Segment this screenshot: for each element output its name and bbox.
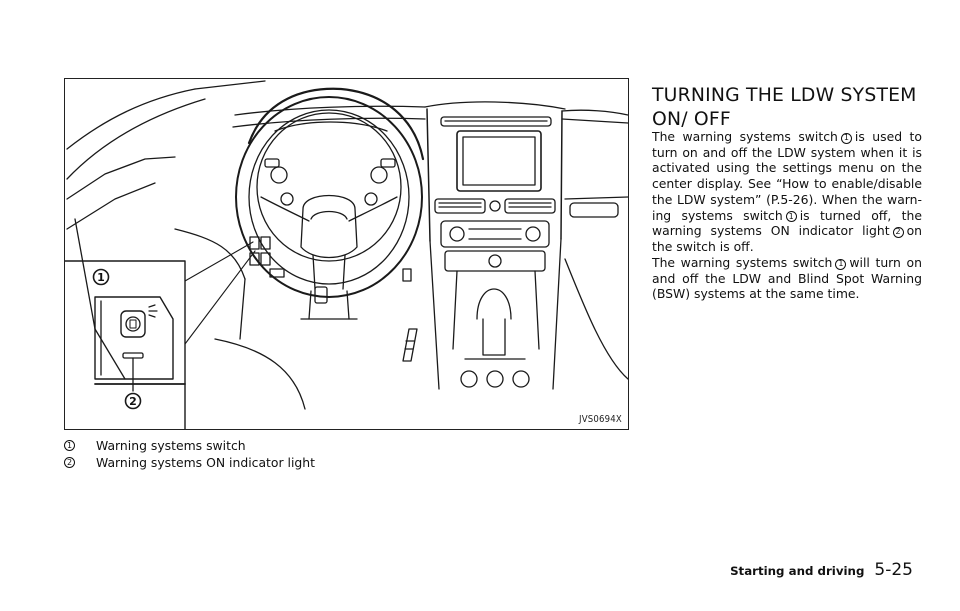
legend-text: Warning systems switch	[96, 438, 246, 453]
figure-code: JVS0694X	[579, 414, 622, 425]
figure-legend: 1 Warning systems switch 2 Warning syste…	[64, 437, 624, 471]
callout-leader	[184, 241, 254, 282]
callout-1-label: 1	[97, 271, 105, 284]
text-run: on the switch is off.	[652, 223, 922, 254]
marker-1-icon: 1	[64, 440, 75, 451]
center-stack	[426, 108, 563, 242]
dashboard-illustration: 1 2	[65, 80, 628, 429]
page-footer: Starting and driving 5-25	[730, 560, 913, 580]
section-heading: TURNING THE LDW SYSTEM ON/ OFF	[652, 85, 917, 130]
marker-1-icon: 1	[785, 211, 797, 223]
climate-panel	[440, 220, 550, 248]
marker-1-icon: 1	[835, 258, 847, 270]
marker-2-icon: 2	[892, 226, 904, 238]
legend-text: Warning systems ON indicator light	[96, 455, 315, 470]
callout-2-label: 2	[129, 395, 137, 408]
dash-top	[234, 105, 426, 116]
footer-section-title: Starting and driving	[730, 564, 865, 578]
page-number: 5-25	[874, 560, 913, 580]
text-run: The warning systems switch	[652, 255, 833, 270]
text-run: The warning systems switch	[652, 129, 838, 144]
switch-inset: 1 2	[65, 260, 186, 429]
steering-wheel	[235, 96, 423, 298]
text-run: is used to turn on and off the LDW syste…	[652, 129, 922, 223]
warning-systems-on-indicator	[122, 352, 144, 359]
marker-2-icon: 2	[64, 457, 75, 468]
dashboard-figure: 1 2 JVS0694X	[64, 78, 629, 430]
steering-hub	[300, 194, 358, 259]
callout-2-circle	[124, 392, 142, 410]
legend-item: 2 Warning systems ON indicator light	[64, 454, 624, 471]
warning-systems-switch	[120, 310, 146, 338]
text-run: will turn on and off the LDW and Blind S…	[652, 255, 922, 302]
text-run: is turned off, the warning systems ON in…	[652, 207, 922, 239]
center-display	[456, 130, 542, 192]
windshield-frame	[66, 88, 196, 150]
marker-1-icon: 1	[840, 132, 852, 144]
gear-shifter	[476, 288, 512, 320]
legend-item: 1 Warning systems switch	[64, 437, 624, 454]
callout-1-circle	[92, 268, 110, 286]
